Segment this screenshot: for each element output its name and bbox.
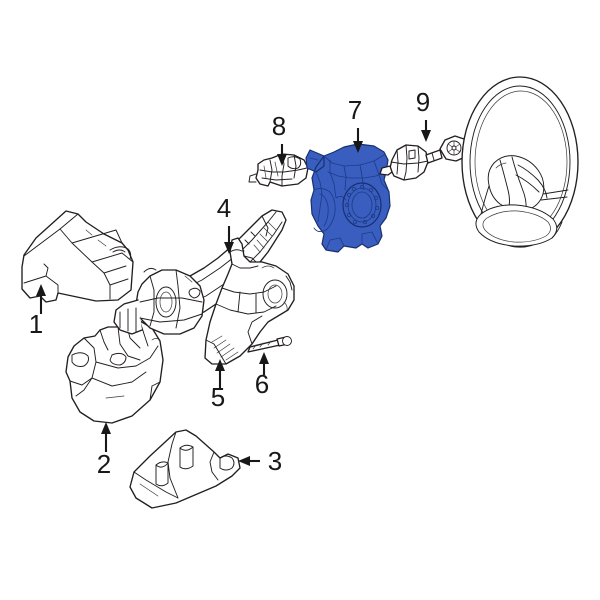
callout-9[interactable]: 9 xyxy=(416,87,431,142)
callout-7[interactable]: 7 xyxy=(348,95,363,153)
part-ignition-switch[interactable] xyxy=(248,153,309,187)
callout-6[interactable]: 6 xyxy=(255,352,269,399)
part-wiper-switch-assembly[interactable] xyxy=(204,237,295,365)
part-lower-cover-bracket[interactable] xyxy=(129,429,241,509)
callout-number-5: 5 xyxy=(211,382,225,412)
part-upper-column-shroud[interactable] xyxy=(21,210,134,303)
callout-2[interactable]: 2 xyxy=(97,422,111,479)
callout-8[interactable]: 8 xyxy=(272,111,287,166)
callout-layer: 1 2 3 4 5 xyxy=(29,87,431,479)
callout-number-2: 2 xyxy=(97,449,111,479)
callout-number-7: 7 xyxy=(348,95,362,125)
callout-3[interactable]: 3 xyxy=(238,446,282,476)
callout-number-3: 3 xyxy=(268,446,282,476)
part-lower-column-shroud[interactable] xyxy=(65,320,164,424)
part-lock-housing-highlighted[interactable] xyxy=(305,143,391,253)
callout-number-1: 1 xyxy=(29,309,43,339)
callout-number-6: 6 xyxy=(255,369,269,399)
part-steering-wheel[interactable] xyxy=(461,76,579,248)
part-turn-signal-lever[interactable] xyxy=(113,209,287,335)
callout-number-9: 9 xyxy=(416,87,430,117)
callout-4[interactable]: 4 xyxy=(217,193,234,254)
callout-number-4: 4 xyxy=(217,193,231,223)
part-retaining-screw[interactable] xyxy=(247,336,292,353)
callout-5[interactable]: 5 xyxy=(211,359,225,412)
callout-number-8: 8 xyxy=(272,111,286,141)
part-lock-cylinder-and-key[interactable] xyxy=(379,135,473,181)
callout-1[interactable]: 1 xyxy=(29,284,46,339)
